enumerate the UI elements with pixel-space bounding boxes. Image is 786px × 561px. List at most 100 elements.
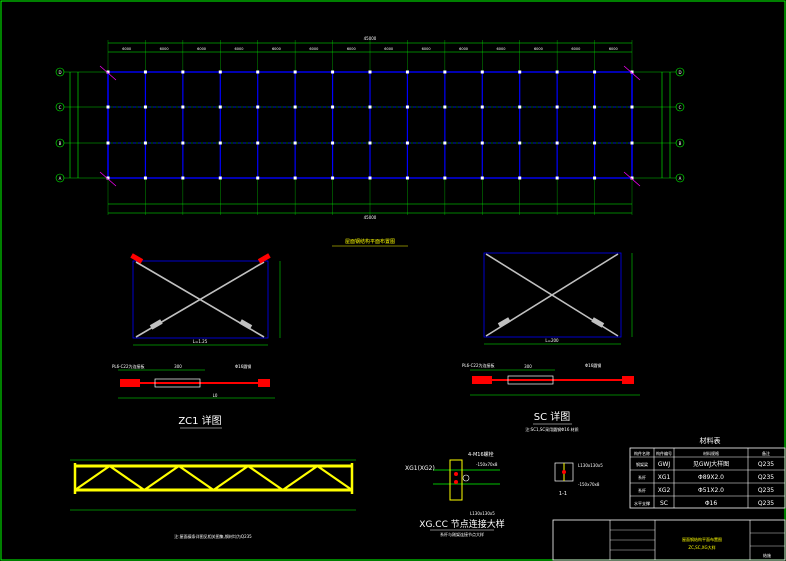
axis-bubble-left-a: [55, 173, 65, 183]
sc-turnbuckle: [507, 375, 554, 385]
column-node: [256, 105, 260, 109]
xg-title: XG.CC 节点连接大样: [419, 518, 504, 530]
column-node: [518, 141, 522, 145]
column-node: [368, 70, 372, 74]
zc1-end-plate-l: [120, 379, 140, 387]
zc1-plate-note: PL6-C22为连接板: [112, 363, 145, 369]
axis-label-right-b: B: [679, 141, 682, 146]
column-node: [443, 176, 447, 180]
xg-section-circle: [462, 474, 470, 482]
column-node: [218, 141, 222, 145]
zc1-plate-tr: [257, 253, 271, 264]
truss-web-diagonal: [247, 465, 284, 491]
material-cell: 系杆: [638, 474, 646, 480]
zc1-rod-note: Φ16圆钢: [235, 363, 251, 369]
sc-turnbuckle-l: [497, 317, 511, 328]
end-brace-bl: [99, 171, 117, 187]
zc1-end-plate-r: [258, 379, 270, 387]
column-node: [293, 141, 297, 145]
zc1-frame: [132, 260, 269, 339]
title-block-drawing-sub: ZC,SC,XG大样: [688, 544, 715, 550]
column-node: [368, 176, 372, 180]
zc1-dim-300: 300: [174, 364, 182, 369]
material-cell: 钢架梁: [636, 461, 648, 467]
material-cell: XG2: [658, 487, 671, 494]
axis-label-right-c: C: [679, 105, 682, 110]
roof-plan: 45000 45000 D C B A D C B A: [55, 36, 685, 247]
material-cell: SC: [660, 500, 668, 507]
bay-dim-label: 6000: [534, 47, 543, 51]
bay-dim-label: 6000: [422, 47, 431, 51]
axis-bubble-right-a: [675, 173, 685, 183]
column-node: [293, 105, 297, 109]
column-node: [256, 176, 260, 180]
xg-bolt-1: [454, 472, 458, 476]
column-node: [405, 70, 409, 74]
title-block-frame: [552, 519, 786, 561]
sc-rod-note: Φ16圆钢: [585, 362, 601, 368]
bay-dim-label: 6000: [197, 47, 206, 51]
column-node: [405, 141, 409, 145]
column-node: [480, 105, 484, 109]
column-node: [480, 70, 484, 74]
material-cell: Φ51X2.0: [698, 487, 724, 494]
column-node: [181, 141, 185, 145]
column-node: [256, 141, 260, 145]
truss-web-diagonal: [282, 465, 319, 491]
bay-dim-label: 6000: [384, 47, 393, 51]
column-node: [555, 176, 559, 180]
xg-member-label: XG1(XG2): [405, 465, 435, 472]
title-block: 屋面钢结构平面布置图 ZC,SC,XG大样 结施: [552, 519, 786, 561]
sc-plate-note: PL6-C22为连接板: [462, 362, 495, 368]
sc-subtitle: 注:SC1,SC采用圆钢Φ16 材质: [525, 426, 578, 432]
sc-detail: L=200 300 PL6-C22为连接板 Φ16圆钢 SC 详图 注:SC1,…: [462, 252, 640, 432]
axis-label-left-a: A: [59, 176, 62, 181]
column-node: [630, 105, 634, 109]
column-node: [256, 70, 260, 74]
material-cell: 系杆: [638, 487, 646, 493]
truss-webs: [74, 465, 353, 491]
xg-column-web: [449, 459, 463, 501]
xg-plate-label: -150x70x8: [476, 462, 498, 467]
xg-bolt-2: [454, 480, 458, 484]
section-1-1: L130x130x5 -150x70x8 1-1: [554, 462, 603, 497]
column-node: [106, 70, 110, 74]
material-table-title: 材料表: [700, 436, 721, 445]
bay-dim-label: 6000: [272, 47, 281, 51]
zc1-dim-l0: L0: [213, 393, 218, 398]
zc1-length-label: L=1.25: [193, 339, 208, 344]
axis-bubble-left-b: [55, 138, 65, 148]
column-node: [480, 141, 484, 145]
column-node: [368, 105, 372, 109]
column-node: [181, 70, 185, 74]
end-brace-tl: [99, 65, 117, 81]
sc-length-label: L=200: [545, 338, 559, 343]
bay-dim-label: 6000: [122, 47, 131, 51]
column-node: [106, 105, 110, 109]
material-cell: GWJ: [658, 461, 671, 468]
title-block-drawing-name: 屋面钢结构平面布置图: [682, 536, 722, 542]
bay-dim-label: 6000: [571, 47, 580, 51]
column-node: [331, 176, 335, 180]
plan-frames: 6000 6000 6000 6000 6000 6000 6000 6000 6000 6000…: [106, 40, 634, 215]
bay-dim-label: 6000: [309, 47, 318, 51]
bay-dim-label: 6000: [160, 47, 169, 51]
zc1-title: ZC1 详图: [178, 414, 221, 427]
axis-bubble-right-b: [675, 138, 685, 148]
column-node: [143, 141, 147, 145]
bay-dim-label: 6000: [609, 47, 618, 51]
column-node: [293, 70, 297, 74]
truss-web-diagonal: [316, 465, 353, 491]
material-th-code: 构件编号: [656, 450, 672, 456]
truss-web-diagonal: [108, 465, 145, 491]
column-node: [443, 141, 447, 145]
axis-bubble-left-c: [55, 102, 65, 112]
material-cell: 水平支撑: [634, 500, 650, 506]
truss-note: 注:屋面檩条详图见相关图集,钢材均为Q235: [174, 533, 252, 539]
zc1-detail: L=1.25 300 PL6-C22为连接板 Φ16圆钢 L0 ZC1 详图: [112, 253, 281, 429]
column-node: [518, 70, 522, 74]
material-cell: XG1: [658, 474, 671, 481]
column-node: [630, 176, 634, 180]
